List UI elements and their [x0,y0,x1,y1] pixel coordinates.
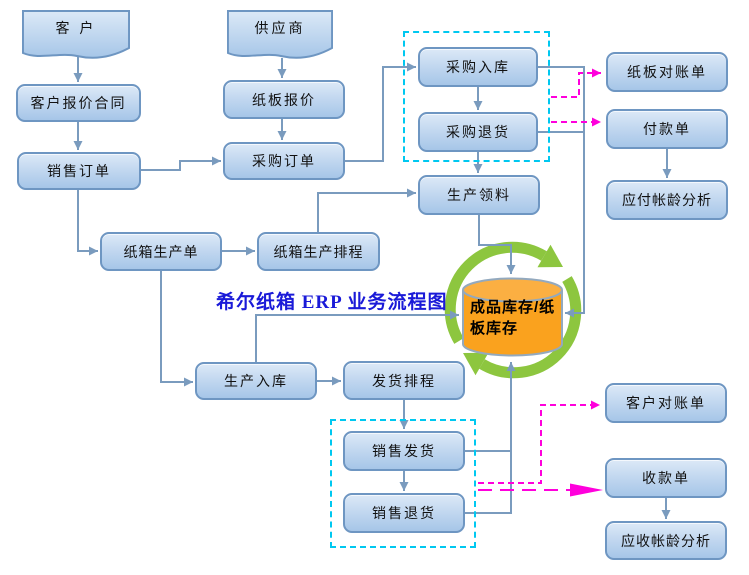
node-sales-order: 销售订单 [17,152,141,190]
node-ap-aging: 应付帐龄分析 [606,180,728,220]
node-payment-slip: 付款单 [606,109,728,149]
node-label: 客 户 [55,20,97,36]
node-customer-quote: 客户报价合同 [16,84,141,122]
node-carton-production-order: 纸箱生产单 [100,232,222,271]
document-shape-icon [22,10,130,59]
sales-group-frame [330,419,476,548]
node-inventory-label: 成品库存/纸板库存 [470,299,556,337]
node-carton-production-schedule: 纸箱生产排程 [257,232,380,271]
purchase-group-frame [403,31,550,162]
node-receipt-slip: 收款单 [605,458,727,498]
node-customer: 客 户 [22,10,130,62]
node-label: 供应商 [254,20,306,36]
node-production-inbound: 生产入库 [195,362,317,400]
node-shipping-schedule: 发货排程 [343,361,465,400]
node-ar-aging: 应收帐龄分析 [605,521,727,560]
diagram-title: 希尔纸箱 ERP 业务流程图 [216,292,448,313]
node-board-quote: 纸板报价 [223,80,345,119]
receipt-arrowhead-icon [570,483,603,497]
node-purchase-order: 采购订单 [223,142,345,180]
node-purchase-inbound: 采购入库 [418,47,538,87]
node-sales-return: 销售退货 [343,493,465,533]
node-sales-shipment: 销售发货 [343,431,465,471]
node-board-statement: 纸板对账单 [606,52,728,92]
node-customer-statement: 客户对账单 [605,383,727,423]
node-production-requisition: 生产领料 [418,175,540,215]
document-shape-icon [227,10,333,59]
node-supplier: 供应商 [227,10,333,62]
node-purchase-return: 采购退货 [418,112,538,152]
